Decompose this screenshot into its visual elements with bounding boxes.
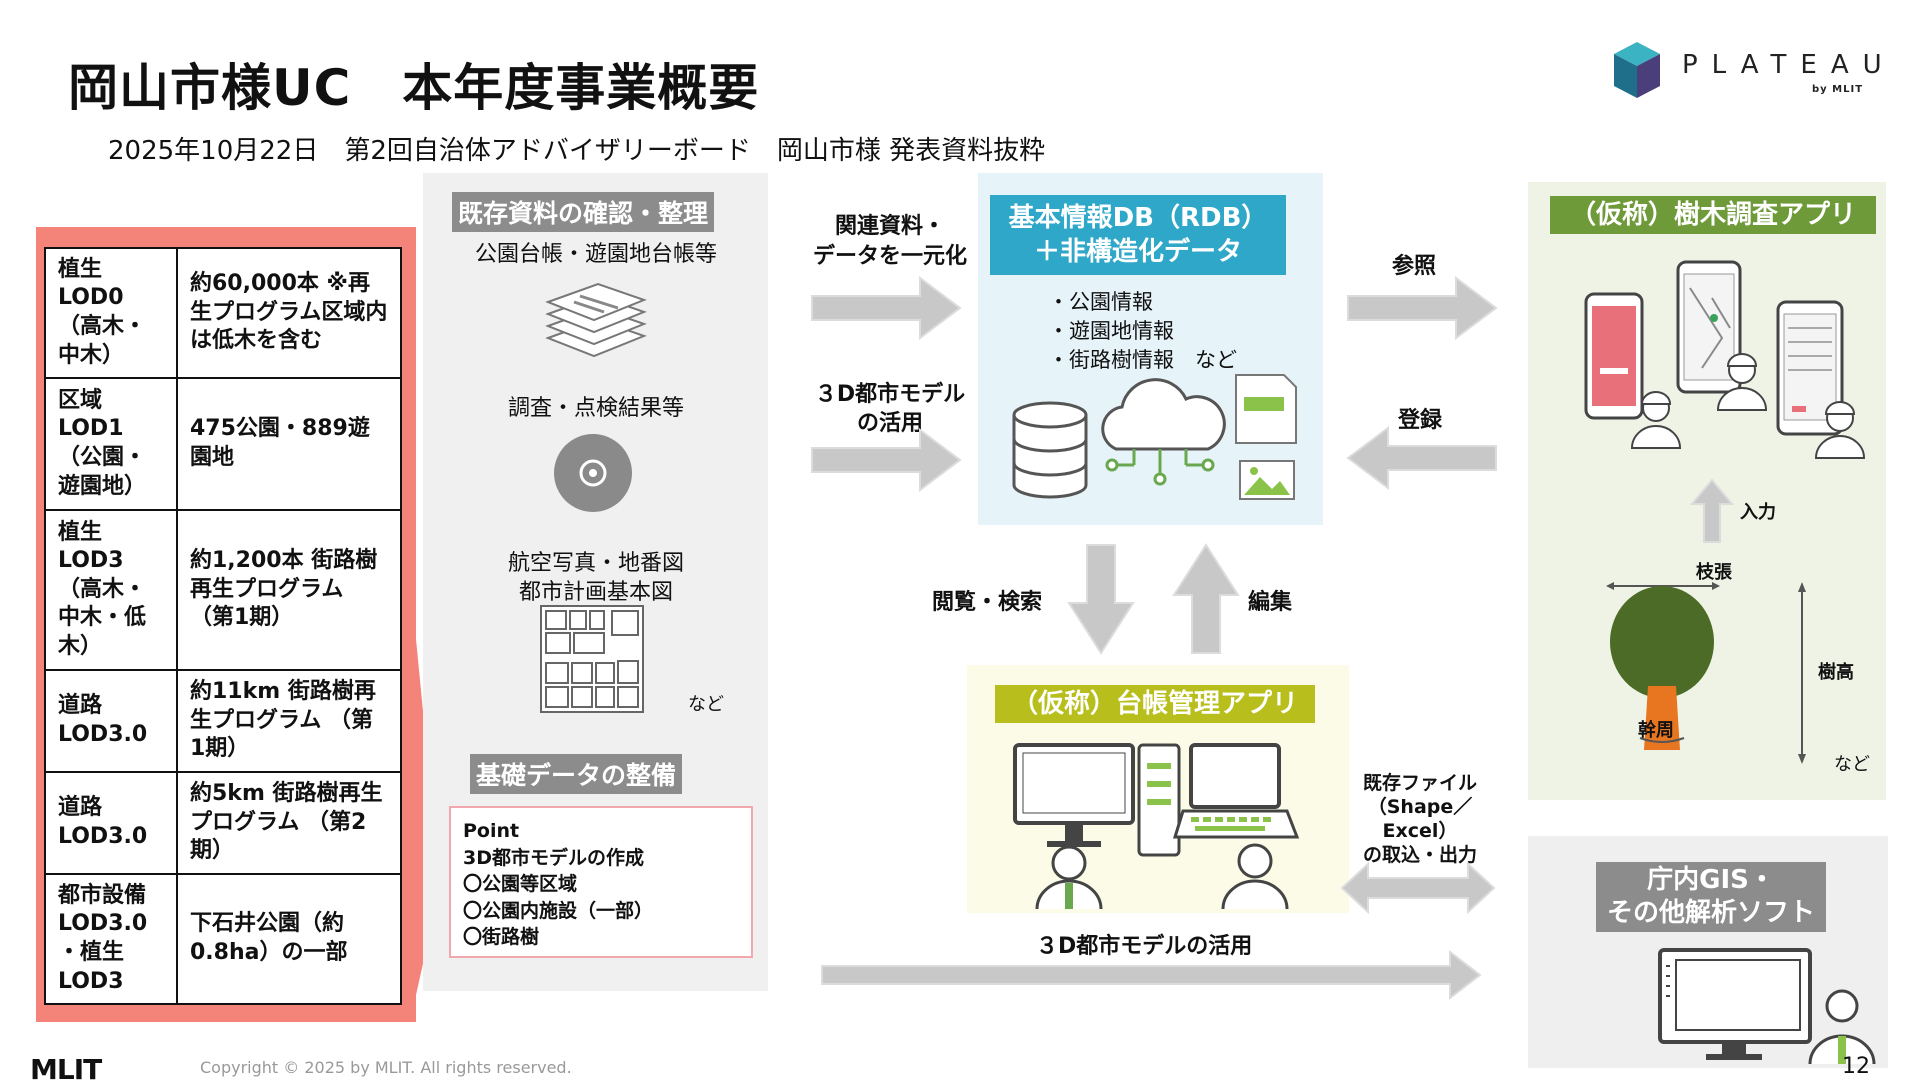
table-row: 区域 LOD1 （公園・遊園地） 475公園・889遊園地 (44, 377, 402, 511)
table-row: 都市設備 LOD3.0 ・植生 LOD3 下石井公園（約0.8ha）の一部 (44, 873, 402, 1005)
tree-survey-app-heading: （仮称）樹木調査アプリ (1550, 196, 1876, 234)
arrow-up-icon (1690, 478, 1734, 543)
gis-heading-line1: 庁内GIS・ (1647, 865, 1775, 895)
plateau-cube-icon (1614, 42, 1660, 98)
arrow-right-icon (811, 276, 962, 340)
table-cell-category: 植生 LOD0 （高木・中木） (44, 247, 178, 379)
files-label-line1: 既存ファイル (1362, 772, 1477, 794)
plateau-logo-sub: by MLIT (1812, 84, 1864, 95)
branch-spread-label: 枝張 (1696, 562, 1732, 583)
table-row: 植生 LOD0 （高木・中木） 約60,000本 ※再生プログラム区域内は低木を… (44, 247, 402, 379)
unify-label-line2: データを一元化 (812, 244, 967, 269)
input-label: 入力 (1740, 502, 1776, 523)
files-label-line3: Excel） (1382, 820, 1458, 842)
point-line: 〇公園等区域 (463, 873, 578, 896)
database-panel: 基本情報DB（RDB） ＋非構造化データ ・公園情報 ・遊園地情報 ・街路樹情報… (978, 173, 1323, 525)
page-number: 12 (1842, 1054, 1870, 1079)
ledger-app-heading: （仮称）台帳管理アプリ (995, 685, 1315, 723)
smartphones-surveyors-icon (1584, 260, 1866, 459)
files-label-line2: （Shape／ (1367, 796, 1473, 818)
tree-etc-label: など (1834, 754, 1870, 775)
etc-label: など (688, 694, 724, 715)
unify-label-line1: 関連資料・ (834, 214, 945, 239)
use3d-label-line2: の活用 (856, 411, 923, 436)
gis-heading: 庁内GIS・ その他解析ソフト (1596, 862, 1826, 932)
database-heading-line2: ＋非構造化データ (1033, 237, 1242, 267)
use3d-label-line1: ３D都市モデル (814, 382, 966, 407)
table-cell-category: 植生 LOD3 （高木・中木・低木） (44, 509, 178, 671)
use3d-bottom-label: ３D都市モデルの活用 (1036, 934, 1253, 959)
database-heading-line1: 基本情報DB（RDB） (1008, 203, 1268, 233)
edit-label: 編集 (1248, 590, 1293, 615)
document-image-icons (1235, 374, 1297, 500)
refer-label: 参照 (1392, 254, 1437, 279)
copyright-text: Copyright © 2025 by MLIT. All rights res… (200, 1058, 572, 1077)
ledger-app-panel: （仮称）台帳管理アプリ (967, 665, 1349, 913)
arrow-right-icon (811, 428, 962, 492)
table-row: 道路 LOD3.0 約11km 街路樹再生プログラム （第1期） (44, 669, 402, 773)
city-map-icon (540, 605, 644, 713)
arrow-up-icon (1172, 543, 1240, 654)
arrow-left-icon (1346, 426, 1497, 490)
tree-diagram-icon (1606, 582, 1806, 764)
table-row: 植生 LOD3 （高木・中木・低木） 約1,200本 街路樹再生プログラム （第… (44, 509, 402, 671)
survey-results-label: 調査・点検結果等 (507, 396, 684, 421)
page-title: 岡山市様UC 本年度事業概要 (68, 59, 760, 117)
files-label-line4: の取込・出力 (1362, 844, 1477, 866)
table-cell-category: 区域 LOD1 （公園・遊園地） (44, 377, 178, 511)
gis-heading-line2: その他解析ソフト (1606, 898, 1815, 928)
table-cell-category: 都市設備 LOD3.0 ・植生 LOD3 (44, 873, 178, 1005)
arrow-right-long-icon (821, 950, 1482, 1000)
table-row: 道路 LOD3.0 約5km 街路樹再生プログラム （第2期） (44, 771, 402, 875)
lod-table-frame: 植生 LOD0 （高木・中木） 約60,000本 ※再生プログラム区域内は低木を… (36, 227, 416, 1022)
documents-stack-icon (545, 282, 647, 358)
arrow-right-icon (1347, 276, 1498, 340)
list-item: ・街路樹情報 など (1048, 348, 1237, 372)
workstation-users-icon (1013, 743, 1300, 909)
mlit-logo: MLIT (30, 1053, 102, 1080)
plateau-logo: PLATEAU by MLIT (1612, 40, 1882, 100)
table-cell-detail: 475公園・889遊園地 (176, 377, 402, 511)
aerial-photo-label: 航空写真・地番図 (507, 551, 684, 576)
table-cell-detail: 約5km 街路樹再生プログラム （第2期） (176, 771, 402, 875)
plateau-logo-text: PLATEAU (1682, 50, 1896, 80)
ledger-materials-label: 公園台帳・遊園地台帳等 (474, 242, 717, 267)
basic-data-heading: 基礎データの整備 (470, 754, 683, 794)
list-item: ・遊園地情報 (1048, 319, 1174, 343)
list-item: ・公園情報 (1048, 290, 1153, 314)
table-cell-category: 道路 LOD3.0 (44, 771, 178, 875)
trunk-girth-label: 幹周 (1638, 720, 1674, 741)
table-cell-detail: 下石井公園（約0.8ha）の一部 (176, 873, 402, 1005)
table-cell-detail: 約11km 街路樹再生プログラム （第1期） (176, 669, 402, 773)
desktop-user-icon (1658, 948, 1876, 1064)
tree-height-label: 樹高 (1818, 662, 1854, 683)
browse-search-label: 閲覧・検索 (932, 590, 1043, 615)
table-cell-detail: 約1,200本 街路樹再生プログラム （第1期） (176, 509, 402, 671)
register-label: 登録 (1398, 408, 1443, 433)
arrow-bidirectional-icon (1340, 862, 1496, 914)
gis-panel: 庁内GIS・ その他解析ソフト (1528, 836, 1888, 1068)
page-subtitle: 2025年10月22日 第2回自治体アドバイザリーボード 岡山市様 発表資料抜粋 (108, 136, 1046, 166)
point-line: 3D都市モデルの作成 (463, 846, 644, 869)
point-box: Point 3D都市モデルの作成 〇公園等区域 〇公園内施設（一部） 〇街路樹 (449, 806, 753, 958)
tree-survey-app-panel: （仮称）樹木調査アプリ 入力 枝張 樹高 幹周 など (1528, 182, 1886, 800)
cloud-network-icon (1101, 378, 1226, 486)
disc-icon (554, 434, 632, 512)
city-plan-map-label: 都市計画基本図 (518, 580, 673, 605)
database-icon (1012, 401, 1088, 499)
point-line: 〇公園内施設（一部） (463, 899, 654, 922)
existing-materials-heading: 既存資料の確認・整理 (452, 192, 715, 232)
lod-table: 植生 LOD0 （高木・中木） 約60,000本 ※再生プログラム区域内は低木を… (44, 247, 402, 1005)
table-cell-detail: 約60,000本 ※再生プログラム区域内は低木を含む (176, 247, 402, 379)
point-title: Point (463, 820, 520, 842)
table-cell-category: 道路 LOD3.0 (44, 669, 178, 773)
point-line: 〇街路樹 (463, 926, 540, 949)
database-heading: 基本情報DB（RDB） ＋非構造化データ (990, 195, 1286, 275)
database-list: ・公園情報 ・遊園地情報 ・街路樹情報 など (1048, 288, 1237, 375)
arrow-down-icon (1067, 544, 1135, 655)
